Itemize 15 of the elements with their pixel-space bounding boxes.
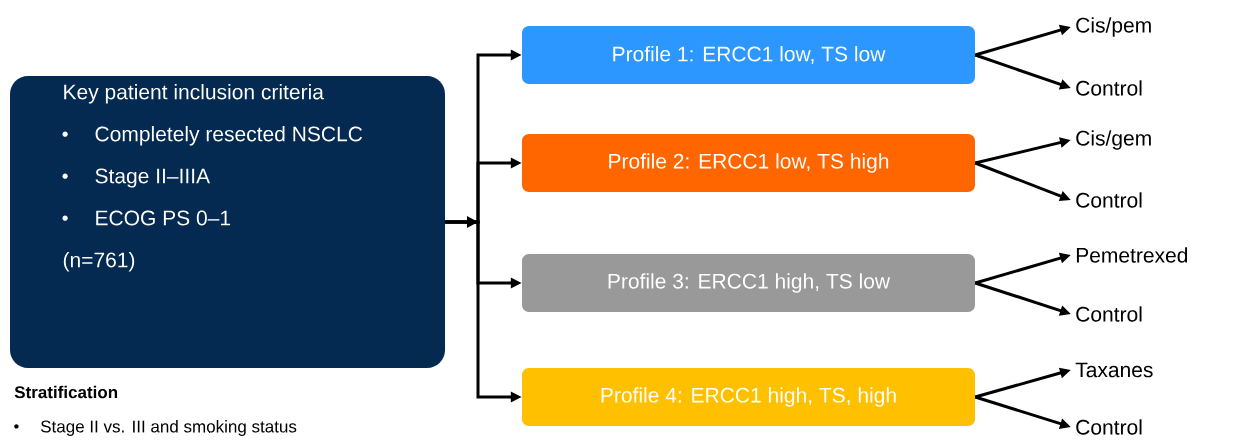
profile-box: Profile 4: ERCC1 high, TS, high (522, 368, 975, 426)
treatment-arm-text: Control (1076, 306, 1142, 322)
treatment-arm-text: Cis/pem (1076, 17, 1151, 37)
treatment-arm-text: Taxanes (1075, 362, 1153, 378)
criteria-box: Key patient inclusion criteria Completely resected NSCLC Stage II–IIIA ECOG PS 0–1 (n=761) (10, 76, 445, 368)
profile-box: Profile 2: ERCC1 low, TS high (522, 134, 975, 192)
profile-box: Profile 3: ERCC1 high, TS low (522, 254, 975, 312)
treatment-arm-text: Pemetrexed (1076, 247, 1188, 263)
treatment-arm-text: Control (1076, 80, 1142, 96)
profile-box: Profile 1: ERCC1 low, TS low (522, 26, 975, 84)
treatment-arm-text: Control (1076, 419, 1142, 435)
treatment-arm-text: Cis/gem (1076, 130, 1151, 150)
bullet-text: Stage II vs. III and smoking status (14, 420, 297, 436)
treatment-arm-text: Control (1076, 192, 1142, 208)
section-heading: Stratification (14, 385, 118, 399)
